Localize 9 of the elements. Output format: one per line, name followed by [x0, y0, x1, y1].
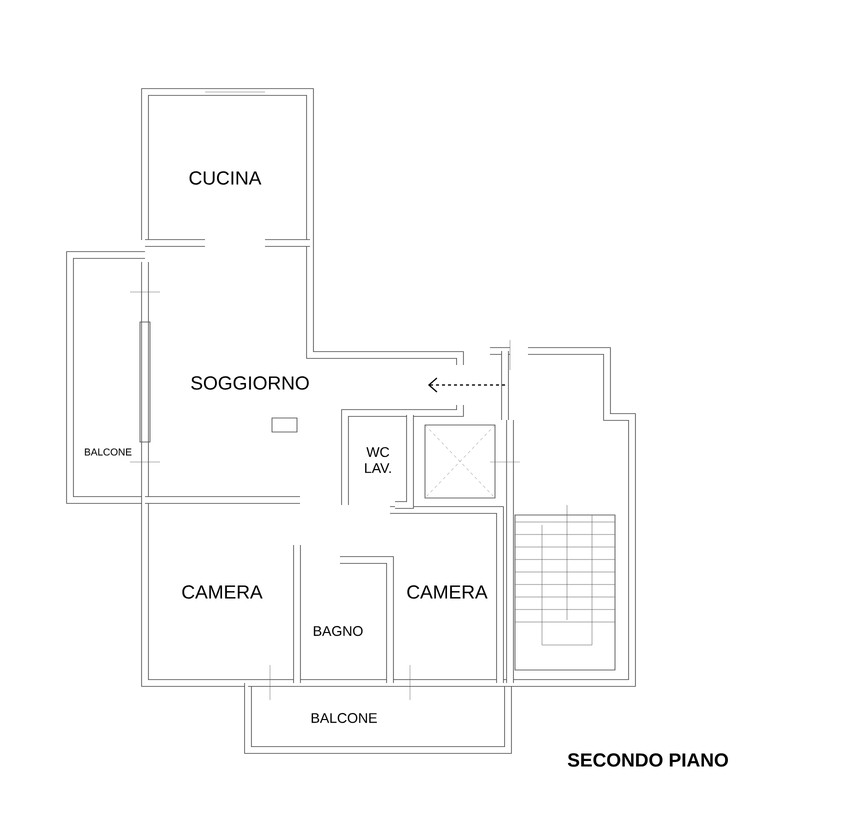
room-label: CAMERA — [407, 585, 488, 599]
plan-title: SECONDO PIANO — [568, 753, 728, 767]
room-label: BAGNO — [314, 626, 363, 636]
room-label: SOGGIORNO — [191, 376, 309, 390]
room-label: WC LAV. — [365, 447, 391, 473]
room-label: CUCINA — [190, 171, 262, 185]
room-label: CAMERA — [182, 585, 263, 599]
room-label: BALCONE — [312, 713, 377, 723]
room-label: BALCONE — [84, 448, 132, 456]
